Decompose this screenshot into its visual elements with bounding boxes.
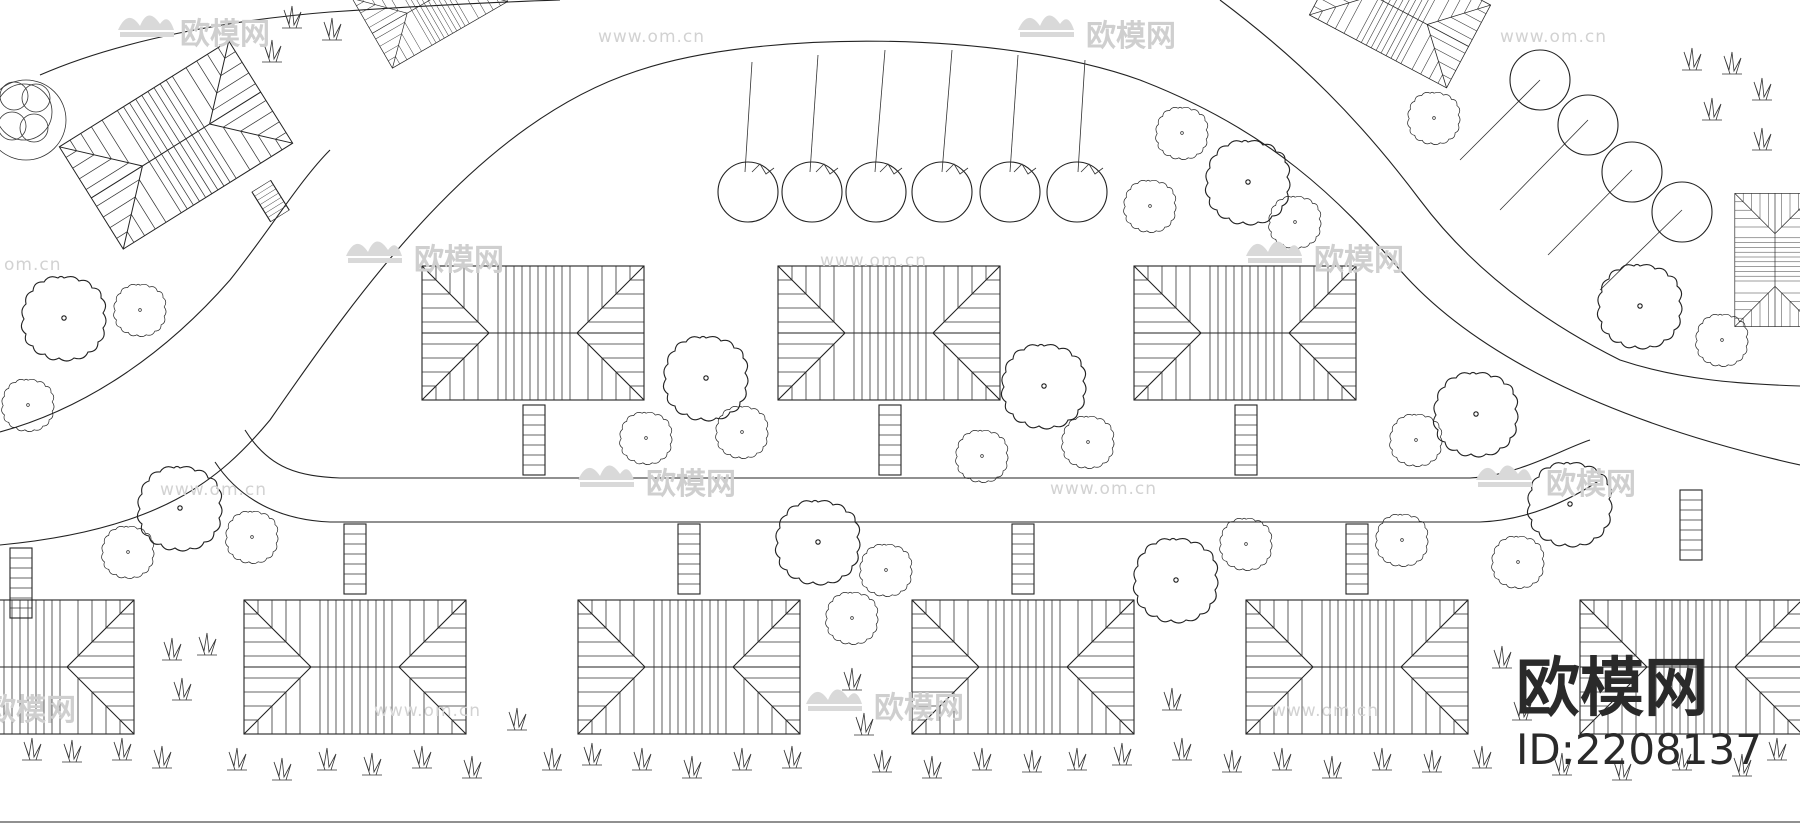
villa-top-right-edge — [1308, 0, 1492, 89]
watermark-url: www.om.cn — [1272, 701, 1379, 721]
round-canopy-tree — [20, 275, 107, 362]
villa-top-left — [58, 40, 294, 250]
watermark-brand: 欧模网 — [180, 17, 270, 52]
stair-bottom-2 — [677, 523, 701, 595]
watermark-logo — [578, 465, 634, 487]
round-canopy-tree — [955, 429, 1009, 484]
watermark-url: www.om.cn — [820, 251, 927, 271]
round-canopy-tree — [1596, 263, 1683, 350]
stair-bottom-1 — [343, 523, 367, 595]
villa-bottom-2 — [577, 599, 801, 735]
road-upper-left-inner — [0, 149, 331, 433]
stair-middle-3 — [1234, 404, 1258, 476]
tree-avenue-right — [1459, 49, 1713, 291]
tree-avenue-top — [717, 49, 1108, 223]
lotus-logo-icon — [1476, 465, 1532, 487]
lotus-logo-icon — [1018, 15, 1074, 37]
round-canopy-tree — [1132, 537, 1219, 624]
stair-bottom-5 — [1679, 489, 1703, 561]
corner-brand-id: ID:2208137 — [1516, 725, 1762, 774]
watermark-brand: 欧模网 — [1546, 467, 1636, 502]
watermark-logo — [1018, 15, 1074, 37]
corner-brand-mark: 欧模网 ID:2208137 — [1516, 652, 1762, 774]
round-canopy-tree — [619, 411, 673, 466]
watermark-logo — [118, 15, 174, 37]
lotus-logo-icon — [806, 689, 862, 711]
round-canopy-tree — [774, 499, 861, 586]
round-canopy-tree — [1123, 179, 1177, 234]
round-canopy-tree — [1219, 517, 1273, 572]
watermark-layer: 欧模网 www.om.cn 欧模网 www.om.cn om.cn 欧模网 ww… — [0, 15, 1636, 728]
road-lower-edge — [214, 461, 1601, 523]
round-canopy-tree — [715, 405, 769, 460]
road-right-edge — [1219, 0, 1800, 387]
watermark-brand: 欧模网 — [1086, 19, 1176, 54]
watermark-brand: 欧模网 — [414, 243, 504, 278]
lotus-logo-icon — [118, 15, 174, 37]
round-canopy-tree — [1491, 535, 1545, 590]
watermark-url: www.om.cn — [1500, 27, 1607, 47]
round-canopy-tree — [1407, 91, 1461, 146]
lotus-logo-icon — [578, 465, 634, 487]
watermark-url: www.om.cn — [374, 701, 481, 721]
canopy-trees — [1, 91, 1749, 646]
watermark-brand: 欧模网 — [874, 691, 964, 726]
road-upper-left-edge — [39, 0, 561, 76]
villa-top-edge — [351, 0, 509, 69]
watermark-url: www.om.cn — [598, 27, 705, 47]
watermark-url: www.om.cn — [160, 480, 267, 500]
villa-right-side — [1734, 193, 1800, 327]
watermark-logo — [1246, 241, 1302, 263]
lotus-logo-icon — [346, 241, 402, 263]
round-canopy-tree — [1000, 343, 1087, 430]
round-canopy-tree — [101, 525, 155, 580]
watermark-url-short: om.cn — [4, 255, 62, 275]
round-canopy-tree — [1268, 195, 1322, 250]
round-canopy-tree — [1389, 413, 1443, 468]
round-canopy-tree — [1695, 313, 1749, 368]
watermark-logo — [346, 241, 402, 263]
villa-middle-3 — [1133, 265, 1357, 401]
round-canopy-tree — [662, 335, 749, 422]
round-canopy-tree — [1155, 106, 1209, 161]
round-canopy-tree — [1061, 415, 1115, 470]
round-canopy-tree — [1432, 371, 1519, 458]
watermark-brand: 欧模网 — [0, 693, 76, 728]
watermark-brand: 欧模网 — [1314, 243, 1404, 278]
dense-tree-top-left — [0, 79, 67, 161]
stair-bottom-3 — [1011, 523, 1035, 595]
road-loop-inner — [244, 429, 1591, 479]
watermark-logo — [1476, 465, 1532, 487]
villa-middle-1 — [421, 265, 645, 401]
lotus-logo-icon — [1246, 241, 1302, 263]
stair-top-left — [251, 179, 290, 223]
round-canopy-tree — [825, 591, 879, 646]
villa-middle-2 — [777, 265, 1001, 401]
stair-middle-2 — [878, 404, 902, 476]
watermark-logo — [806, 689, 862, 711]
round-canopy-tree — [225, 510, 279, 565]
stair-bottom-0 — [9, 547, 33, 619]
road-loop-outer — [0, 40, 1800, 546]
stair-middle-1 — [522, 404, 546, 476]
round-canopy-tree — [113, 283, 167, 338]
watermark-brand: 欧模网 — [646, 467, 736, 502]
stair-bottom-4 — [1345, 523, 1369, 595]
round-canopy-tree — [859, 543, 913, 598]
corner-brand-name: 欧模网 — [1516, 652, 1708, 726]
watermark-url: www.om.cn — [1050, 479, 1157, 499]
